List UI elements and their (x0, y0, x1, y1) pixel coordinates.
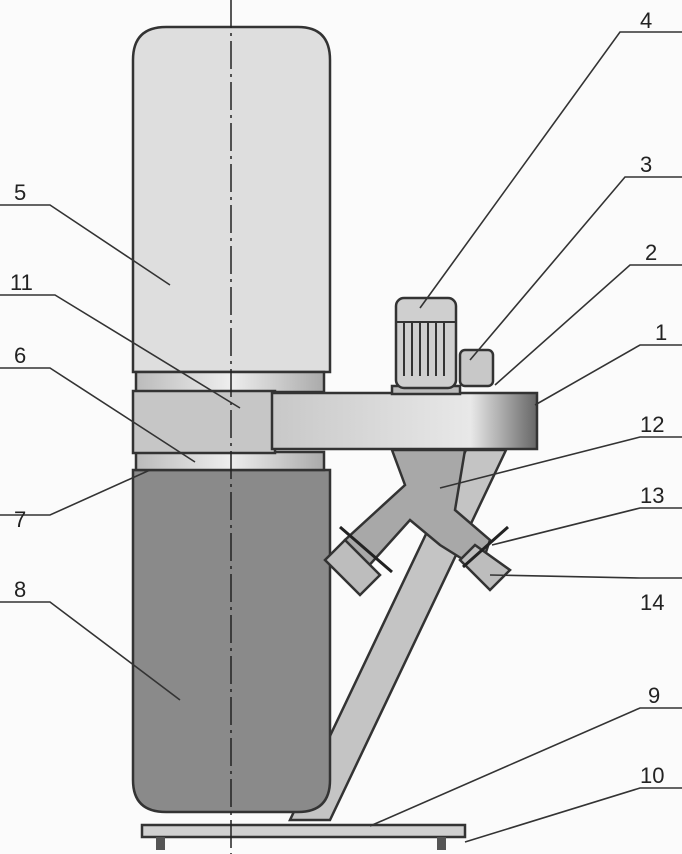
label-2: 2 (645, 240, 657, 265)
label-14: 14 (640, 590, 664, 615)
label-5: 5 (14, 180, 26, 205)
label-6: 6 (14, 343, 26, 368)
upper-clamp-ring (134, 370, 326, 394)
separator-housing (131, 389, 277, 455)
switch-box (458, 348, 495, 388)
label-9: 9 (648, 683, 660, 708)
label-8: 8 (14, 577, 26, 602)
inlet-sleeve-right (458, 543, 512, 592)
clamp-right (462, 525, 509, 569)
y-inlet (343, 448, 492, 573)
lower-clamp-ring (134, 450, 326, 472)
foot-left (156, 837, 165, 850)
label-11: 11 (10, 270, 33, 295)
base-plate (140, 823, 467, 839)
label-10: 10 (640, 763, 664, 788)
label-1: 1 (655, 320, 667, 345)
clamp-left (339, 525, 393, 574)
label-4: 4 (640, 8, 652, 33)
label-3: 3 (640, 152, 652, 177)
leader-lines (0, 31, 682, 843)
label-12: 12 (640, 412, 664, 437)
label-7: 7 (14, 507, 26, 532)
motor-fins (396, 321, 456, 376)
label-13: 13 (640, 483, 664, 508)
fan-housing (270, 391, 539, 451)
foot-right (437, 837, 446, 850)
inlet-sleeve-left (323, 538, 382, 597)
